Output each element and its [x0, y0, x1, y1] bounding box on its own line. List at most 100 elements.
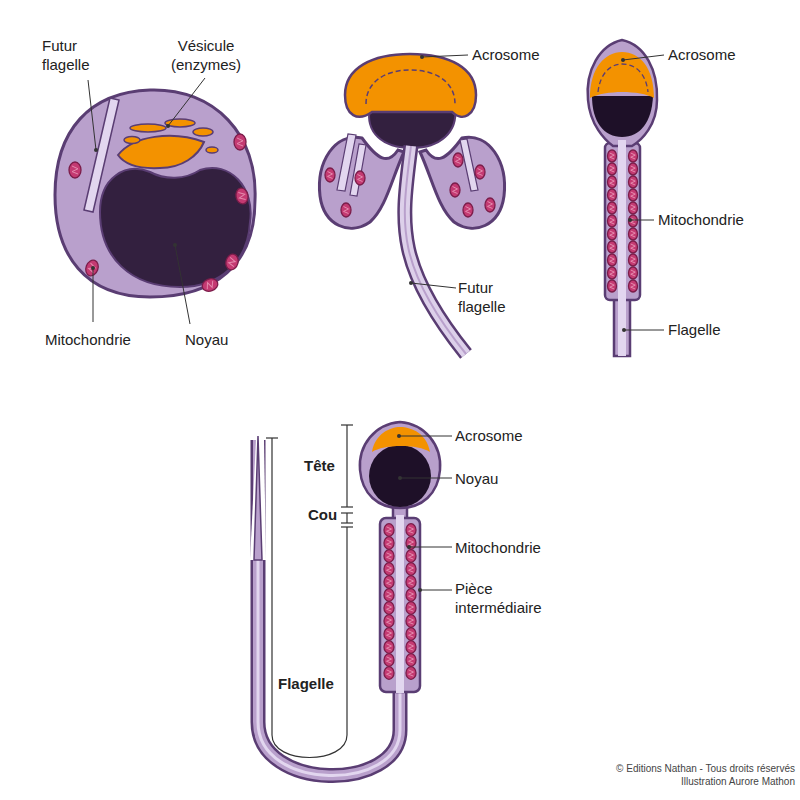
- mitochondrion-body: [224, 253, 240, 272]
- flagellum-bracket: [272, 438, 347, 758]
- mitochondrion-body: [384, 654, 394, 667]
- mitochondrion: [608, 280, 617, 292]
- mitochondrion-crista: [478, 169, 483, 176]
- mitochondrion: [406, 667, 416, 680]
- mitochondrion-crista: [610, 179, 615, 185]
- tail-tip-mask: [250, 432, 266, 560]
- mitochondrion-crista: [387, 527, 392, 533]
- mitochondrion-body: [475, 165, 485, 179]
- mitochondrion-crista: [409, 579, 414, 585]
- leader-line: [175, 245, 190, 324]
- enzyme-vesicle: [118, 136, 204, 168]
- mitochondrion-crista: [610, 166, 615, 172]
- leader-dot: [628, 218, 632, 222]
- golgi-vesicle: [130, 124, 166, 132]
- mitochondrion-crista: [344, 207, 349, 214]
- mitochondrion-body: [406, 550, 416, 563]
- mitochondrion-body: [406, 615, 416, 628]
- cell-membrane: [55, 90, 255, 297]
- part-label: Vésicule (enzymes): [160, 36, 252, 74]
- mitochondrion-body: [608, 163, 617, 175]
- mitochondrion-crista: [72, 166, 78, 174]
- mitochondrion-crista: [387, 553, 392, 559]
- mitochondrion-body: [406, 667, 416, 680]
- mitochondrion: [629, 163, 638, 175]
- mitochondrion: [608, 189, 617, 201]
- bracket-tick: [266, 437, 278, 438]
- mitochondrion-crista: [387, 657, 392, 663]
- head: [360, 422, 440, 508]
- mitochondrion-crista: [328, 172, 333, 179]
- leader-line: [400, 478, 452, 479]
- part-label: Mitochondrie: [658, 210, 778, 229]
- mitochondrion: [608, 241, 617, 253]
- mitochondrion: [384, 563, 394, 576]
- mitochondrion: [453, 153, 463, 167]
- mitochondrion-body: [629, 215, 638, 227]
- mitochondrion-body: [384, 615, 394, 628]
- part-label: Futur flagelle: [42, 36, 114, 74]
- mitochondrion: [608, 267, 617, 279]
- part-label: Noyau: [455, 469, 555, 488]
- mitochondrion-body: [629, 150, 638, 162]
- leader-line: [624, 330, 664, 331]
- golgi-vesicle: [165, 119, 195, 127]
- leader-lines: [88, 55, 664, 592]
- nucleus: [100, 168, 251, 287]
- mitochondrion-body: [384, 667, 394, 680]
- leader-line: [409, 547, 452, 548]
- mitochondrion-body: [629, 241, 638, 253]
- mitochondrion-crista: [456, 157, 461, 164]
- mitochondrion-crista: [453, 187, 458, 194]
- leader-dot: [418, 588, 422, 592]
- part-label: Acrosome: [455, 426, 565, 445]
- mitochondrion-crista: [631, 153, 636, 159]
- head: [588, 40, 657, 146]
- mitochondrion: [224, 253, 240, 272]
- mitochondrion-crista: [631, 244, 636, 250]
- mitochondrion-body: [629, 280, 638, 292]
- future-flagellum: [350, 144, 366, 196]
- flagellum-core: [396, 515, 404, 693]
- mitochondrion-body: [453, 153, 463, 167]
- mitochondrion-body: [608, 176, 617, 188]
- flagellum-core: [405, 146, 466, 354]
- mitochondrion-body: [384, 550, 394, 563]
- mitochondrion: [325, 168, 335, 182]
- mitochondrion: [608, 163, 617, 175]
- mitochondrion-crista: [387, 644, 392, 650]
- copyright-note: © Editions Nathan - Tous droits réservés: [540, 762, 795, 775]
- mitochondrion-crista: [409, 605, 414, 611]
- future-flagellum: [84, 98, 119, 212]
- mitochondrion-body: [406, 563, 416, 576]
- mitochondrion-crista: [409, 670, 414, 676]
- leader-dot: [166, 124, 170, 128]
- spermatid-cell: [55, 90, 255, 297]
- mitochondrion: [608, 215, 617, 227]
- mitochondrion-body: [355, 171, 365, 185]
- leader-dot: [407, 545, 411, 549]
- dimension-label: Cou: [308, 505, 348, 524]
- mitochondrion: [629, 280, 638, 292]
- acrosome: [590, 52, 654, 98]
- leader-line: [88, 80, 96, 150]
- nucleus: [369, 445, 431, 507]
- mitochondrion-crista: [409, 592, 414, 598]
- mitochondrion-body: [485, 198, 495, 212]
- mitochondrion-crista: [610, 231, 615, 237]
- mitochondrion-crista: [631, 257, 636, 263]
- leader-dot: [622, 328, 626, 332]
- dashed-outline: [366, 70, 455, 104]
- part-label: Mitochondrie: [45, 330, 165, 349]
- mitochondrion-body: [608, 254, 617, 266]
- mitochondrion-body: [384, 524, 394, 537]
- mitochondrion-body: [629, 163, 638, 175]
- leader-dot: [397, 434, 401, 438]
- mitochondrion-body: [608, 241, 617, 253]
- mitochondrion-body: [235, 187, 250, 205]
- mitochondrion-body: [384, 537, 394, 550]
- mitochondrion-crista: [631, 205, 636, 211]
- mitochondrion-crista: [409, 566, 414, 572]
- mitochondrion-crista: [610, 244, 615, 250]
